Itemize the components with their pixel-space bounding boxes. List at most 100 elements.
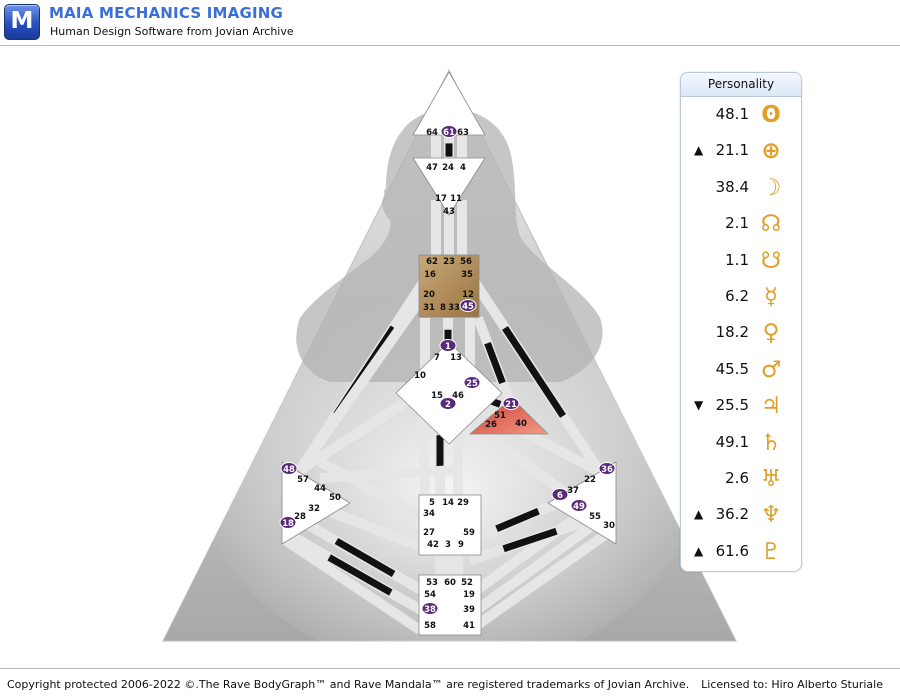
- activation-value: 21.1: [715, 141, 749, 160]
- gate-label: 14: [442, 498, 454, 508]
- personality-row: 38.4 ☽: [681, 172, 801, 208]
- gate-label: 10: [414, 371, 426, 381]
- gate-label: 17: [435, 194, 447, 204]
- uranus-icon: ♅: [760, 466, 782, 492]
- neptune-icon: ♆: [760, 502, 782, 529]
- gate-label: 39: [463, 605, 475, 615]
- gate-label: 13: [450, 353, 462, 363]
- gate-label: 43: [443, 207, 455, 217]
- personality-row: 2.1 ☊: [681, 208, 801, 244]
- center-sacral: [418, 494, 482, 556]
- activation-value: 2.1: [725, 214, 749, 233]
- north-node-icon: ☊: [760, 211, 782, 238]
- fixation-arrow: ▼: [694, 398, 704, 413]
- gate-activation-badge: [421, 602, 439, 615]
- gate-label: 45: [462, 302, 474, 312]
- gate-label: 62: [426, 257, 438, 267]
- activation-value: 18.2: [715, 323, 749, 342]
- channel-activation: [495, 507, 540, 533]
- gate-label: 11: [450, 194, 462, 204]
- channel-activation: [334, 537, 396, 578]
- gate-label: 3: [445, 540, 451, 550]
- gate-label: 20: [423, 290, 435, 300]
- gate-activation-badge: [502, 397, 520, 410]
- personality-row: 45.5♂: [681, 354, 801, 390]
- gate-label: 58: [424, 621, 436, 631]
- gate-label: 18: [282, 519, 294, 529]
- channel-activation: [327, 554, 393, 596]
- moon-icon: ☽: [760, 174, 782, 201]
- gate-label: 47: [426, 163, 438, 173]
- gate-label: 49: [573, 502, 585, 512]
- activation-value: 2.6: [725, 469, 749, 487]
- channel-edge: [317, 457, 433, 525]
- channel-edge: [282, 535, 423, 635]
- venus-icon: ♀: [762, 320, 780, 347]
- gate-label: 4: [460, 163, 466, 173]
- channel-edge: [295, 297, 425, 473]
- gate-label: 2: [445, 400, 451, 410]
- center-spleen: [281, 461, 351, 545]
- center-ajna: [412, 157, 486, 216]
- logo-letter: M: [10, 8, 34, 34]
- gate-label: 32: [308, 504, 320, 514]
- gate-label: 50: [329, 493, 341, 503]
- activation-value: 38.4: [715, 177, 749, 196]
- gate-label: 59: [463, 528, 475, 538]
- personality-row: 1.1☋: [681, 245, 801, 281]
- app-subtitle: Human Design Software from Jovian Archiv…: [50, 25, 294, 38]
- gate-activation-badge: [570, 499, 588, 512]
- app-footer: Copyright protected 2006-2022 ©.The Rave…: [0, 668, 900, 700]
- gate-label: 54: [424, 590, 436, 600]
- gate-label: 29: [457, 498, 469, 508]
- gate-label: 8: [440, 303, 446, 313]
- personality-row: ▲21.1⊕: [681, 135, 801, 171]
- gate-label: 51: [494, 411, 506, 421]
- gate-label: 21: [505, 400, 517, 410]
- gate-label: 22: [584, 475, 596, 485]
- channel: [282, 535, 423, 635]
- gate-label: 57: [297, 475, 309, 485]
- gate-label: 9: [458, 540, 464, 550]
- gate-label: 15: [431, 391, 443, 401]
- channel-edge: [467, 530, 608, 635]
- personality-row: 2.6 ♅: [681, 463, 801, 499]
- gate-activation-badge: [439, 397, 457, 410]
- copyright-text: Copyright protected 2006-2022 ©.The Rave…: [7, 678, 690, 691]
- pluto-icon: ♇: [760, 538, 782, 565]
- personality-row: 18.2 ♀: [681, 317, 801, 353]
- license-text: Licensed to: Hiro Alberto Sturiale: [701, 678, 883, 691]
- mercury-icon: ☿: [763, 284, 779, 310]
- gate-label: 6: [557, 491, 563, 501]
- fixation-arrow: ▲: [694, 543, 704, 558]
- channel-activation: [502, 326, 566, 418]
- activation-value: 49.1: [715, 432, 749, 451]
- gate-label: 61: [443, 128, 455, 138]
- gate-label: 34: [423, 509, 435, 519]
- gate-label: 30: [603, 521, 615, 531]
- gate-activation-badge: [279, 516, 297, 529]
- gate-label: 1: [445, 342, 451, 352]
- channel: [297, 385, 428, 475]
- gate-label: 26: [485, 420, 497, 430]
- gate-label: 28: [294, 512, 306, 522]
- activation-value: 25.5: [715, 396, 749, 415]
- activation-value: 1.1: [725, 250, 749, 269]
- activation-value: 36.2: [715, 505, 749, 524]
- gate-label: 53: [426, 578, 438, 588]
- gate-activation-badge: [440, 125, 458, 138]
- gate-label: 19: [463, 590, 475, 600]
- app-header: M MAIA MECHANICS IMAGING Human Design So…: [0, 0, 900, 46]
- personality-row: 6.2☿: [681, 281, 801, 317]
- jupiter-icon: ♃: [760, 393, 782, 420]
- gate-label: 42: [427, 540, 439, 550]
- personality-row: ▼ 25.5 ♃: [681, 390, 801, 426]
- gate-activation-badge: [280, 462, 298, 475]
- app-title: MAIA MECHANICS IMAGING: [49, 4, 284, 22]
- personality-panel-title: Personality: [681, 73, 801, 97]
- gate-label: 55: [589, 512, 601, 522]
- gate-label: 48: [283, 465, 295, 475]
- gate-activation-badge: [463, 376, 481, 389]
